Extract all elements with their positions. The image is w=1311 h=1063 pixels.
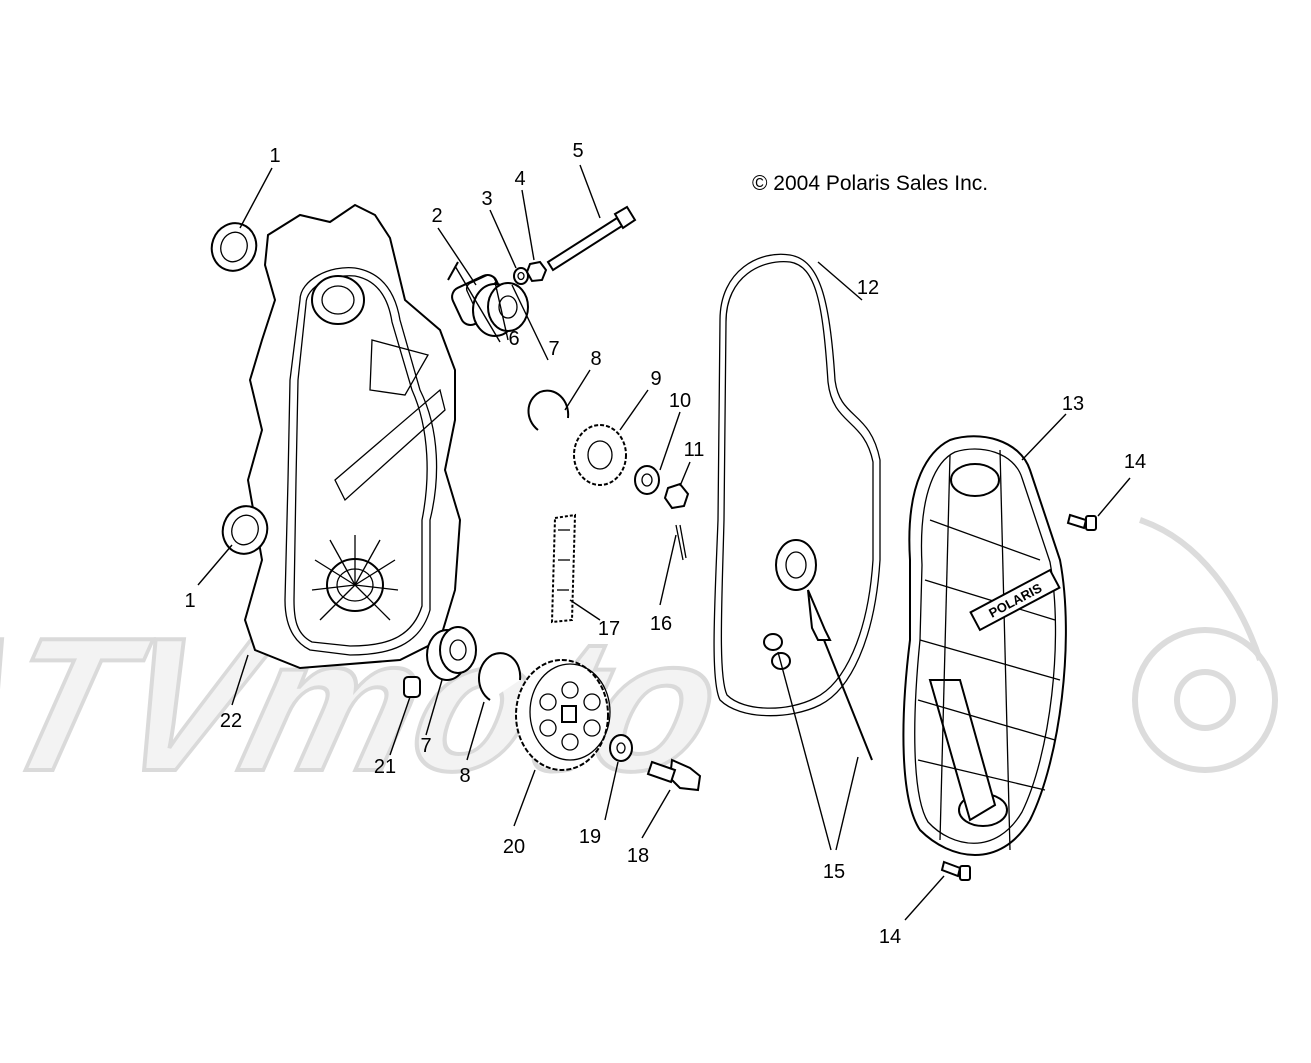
watermark-hub-icon	[1174, 669, 1236, 731]
dipstick-part	[775, 539, 873, 761]
o-ring-top-part	[763, 633, 783, 651]
sprocket-large-part	[515, 659, 611, 771]
seal-top-part	[210, 222, 258, 272]
gasket-part	[713, 253, 881, 717]
seal-bottom-part	[221, 505, 269, 555]
cotter-pin-part	[675, 524, 687, 561]
snap-ring-bottom-part	[478, 652, 522, 701]
callout-5: 5	[572, 140, 583, 162]
watermark-wheel-icon	[1132, 627, 1278, 773]
screw-bottom-part	[940, 860, 971, 881]
callout-16: 16	[650, 613, 672, 635]
callout-11: 11	[684, 439, 705, 461]
callout-13: 13	[1062, 393, 1084, 415]
callout-3: 3	[481, 188, 492, 210]
callout-numbers: 1 1 2 3 4 5 6 7 7 8 8 9 10 11 12 13 14 1…	[184, 140, 1146, 948]
callout-20: 20	[503, 836, 525, 858]
callout-19: 19	[579, 826, 601, 848]
washer-10-part	[634, 465, 660, 495]
callout-22: 22	[220, 710, 242, 732]
plug-part	[403, 676, 421, 698]
inner-case-part	[243, 203, 462, 670]
bolt-part	[546, 205, 637, 272]
sprocket-small-part	[573, 424, 627, 486]
outer-cover-part: POLARIS	[902, 435, 1067, 856]
watermark-fender-icon	[1139, 517, 1263, 661]
cover-ribs	[917, 449, 1061, 851]
callout-6: 6	[508, 328, 519, 350]
bearing-bottom-part	[426, 626, 477, 681]
snap-ring-top-part	[527, 389, 570, 431]
nut-part	[525, 260, 548, 283]
callout-21: 21	[374, 756, 396, 778]
callout-15: 15	[823, 861, 845, 883]
callout-8b: 8	[459, 765, 470, 787]
callout-9: 9	[650, 368, 661, 390]
callout-14b: 14	[879, 926, 901, 948]
bolt-18-part	[646, 758, 702, 792]
pin-part	[447, 261, 459, 281]
callout-4: 4	[514, 168, 525, 190]
washer-part	[513, 267, 529, 285]
callout-12: 12	[857, 277, 879, 299]
callout-7b: 7	[420, 735, 431, 757]
callout-18: 18	[627, 845, 649, 867]
nut-11-part	[663, 482, 690, 510]
callout-7a: 7	[548, 338, 559, 360]
callout-8a: 8	[590, 348, 601, 370]
chain-part	[550, 513, 577, 624]
washer-19-part	[609, 734, 633, 762]
callout-10: 10	[669, 390, 691, 412]
leader-lines	[197, 164, 1131, 921]
screw-top-part	[1066, 513, 1097, 531]
callout-17: 17	[598, 618, 620, 640]
callout-1a: 1	[269, 145, 280, 167]
case-ribs	[311, 535, 399, 621]
callout-2: 2	[431, 205, 442, 227]
callout-14a: 14	[1124, 451, 1146, 473]
copyright-notice: © 2004 Polaris Sales Inc.	[752, 172, 989, 195]
callout-1b: 1	[184, 590, 195, 612]
